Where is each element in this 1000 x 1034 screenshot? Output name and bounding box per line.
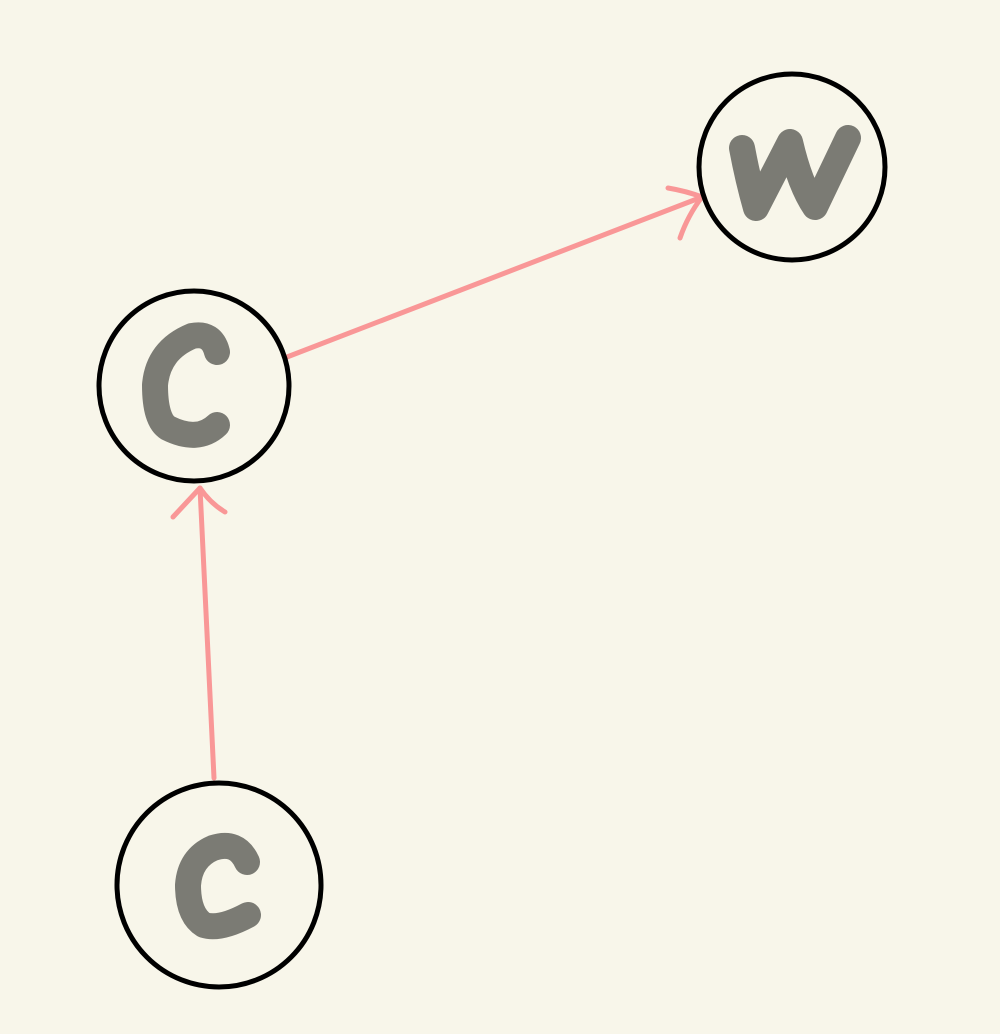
node-bottom-left: c [114,780,324,990]
node-circle [696,71,888,263]
arrowhead-icon [170,485,228,520]
node-middle-left: c [96,288,292,484]
node-letter-c [175,832,261,940]
node-circle [96,288,292,484]
node-circle [114,780,324,990]
edge-line [284,194,705,360]
edge-bottom-to-middle [170,485,228,781]
node-letter-c [142,322,230,448]
edge-line [197,485,217,781]
arrowhead-icon [665,185,705,241]
node-letter-w [729,125,861,221]
node-top-right: w [696,71,888,263]
edge-middle-to-top [284,185,705,360]
